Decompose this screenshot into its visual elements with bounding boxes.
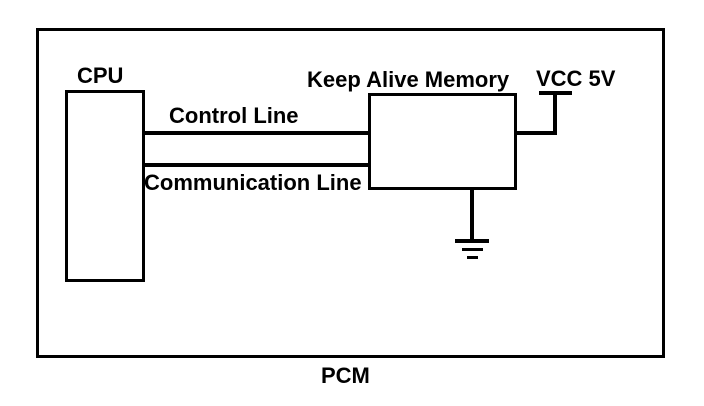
vcc-horizontal-wire: [517, 131, 557, 135]
kam-label: Keep Alive Memory: [307, 67, 510, 92]
cpu-label: CPU: [77, 63, 124, 88]
vcc-vertical-wire: [553, 92, 557, 134]
control-line-wire: [145, 131, 368, 135]
pcm-label: PCM: [321, 363, 370, 388]
vcc-label: VCC 5V: [536, 66, 616, 91]
communication-line-label: Communication Line: [144, 170, 362, 195]
ground-wire: [470, 190, 474, 241]
kam-box: [368, 93, 517, 190]
ground-bar-bottom: [467, 256, 478, 259]
cpu-box: [65, 90, 145, 282]
control-line-label: Control Line: [169, 103, 299, 128]
ground-bar-middle: [462, 248, 483, 251]
ground-bar-top: [455, 239, 489, 243]
communication-line-wire: [145, 163, 368, 167]
